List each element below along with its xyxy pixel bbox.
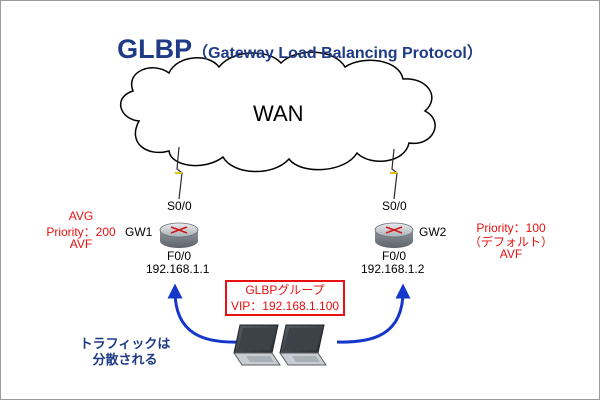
glbp-group-box: GLBPグループ VIP：192.168.1.100 (225, 280, 345, 316)
title-sub: （Gateway Load Balancing Protocol） (192, 45, 483, 62)
traffic-note-line1: トラフィックは (79, 336, 171, 351)
cloud-icon (120, 51, 436, 173)
traffic-note-line2: 分散される (92, 352, 158, 367)
router-icon (374, 222, 414, 248)
glbp-group-vip: VIP：192.168.1.100 (230, 299, 340, 313)
lightning-icon (390, 148, 398, 200)
title-main: GLBP (117, 34, 193, 64)
traffic-arrow-left (167, 283, 240, 344)
gw2-role-avf: AVF (499, 247, 523, 261)
laptop-icon (279, 324, 327, 366)
gw2-lower-interface: F0/0 (382, 249, 407, 263)
traffic-arrow-right (336, 283, 411, 344)
diagram-title: GLBP（Gateway Load Balancing Protocol） (1, 34, 599, 65)
gw1-name: GW1 (125, 225, 153, 239)
gw2-role-priority: Priority：100 (476, 221, 546, 235)
gw2-name: GW2 (419, 225, 447, 239)
wan-label: WAN (253, 101, 304, 126)
router-icon (159, 222, 199, 248)
gw2-role-default: （デフォルト） (468, 235, 553, 249)
gw2-upper-interface: S0/0 (382, 199, 407, 213)
gw1-role-priority: Priority：200 (46, 225, 116, 239)
laptop-icon (233, 324, 281, 366)
gw2-ip: 192.168.1.2 (361, 262, 425, 276)
gw1-ip: 192.168.1.1 (146, 262, 210, 276)
gw1-role-avg: AVG (68, 209, 94, 223)
gw1-role-avf: AVF (69, 237, 93, 251)
gw1-upper-interface: S0/0 (167, 199, 192, 213)
gw1-lower-interface: F0/0 (167, 249, 192, 263)
lightning-icon (175, 146, 183, 200)
glbp-group-name: GLBPグループ (245, 283, 325, 297)
